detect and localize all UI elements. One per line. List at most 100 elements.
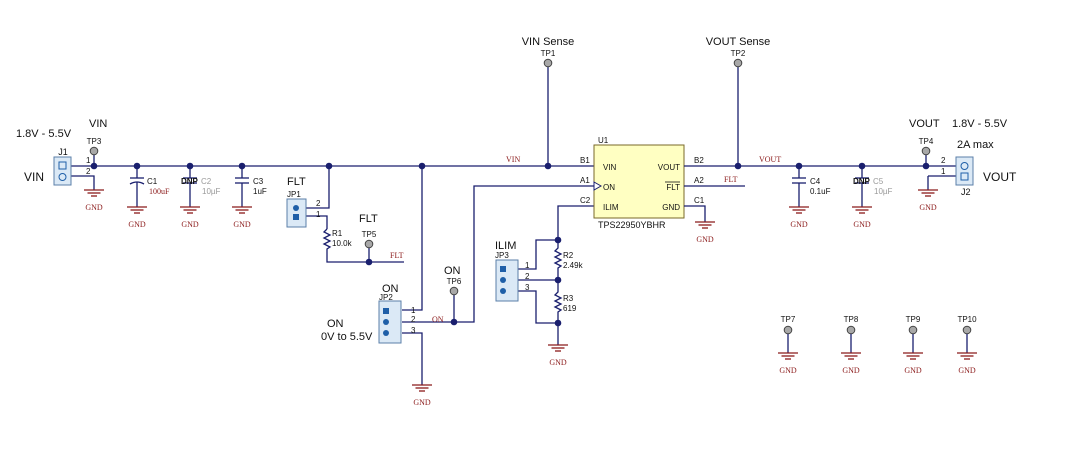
r3-ref: R3 (563, 294, 574, 303)
c3-ref: C3 (253, 177, 264, 186)
c3-value: 1uF (253, 187, 267, 196)
on-side-label: ON (327, 318, 344, 330)
on-net-wire (402, 185, 594, 323)
r3-resistor (553, 282, 563, 323)
gnd-symbol-c4 (788, 206, 810, 214)
tp9-group (902, 325, 924, 360)
vout-sense-title: VOUT Sense (706, 36, 771, 48)
tp4-ref: TP4 (919, 137, 934, 146)
ilim-wire (557, 205, 594, 240)
tp2-ref: TP2 (731, 49, 746, 58)
u1-pin-vin: VIN (603, 163, 617, 172)
c1-ref: C1 (147, 177, 158, 186)
vin-sense-title: VIN Sense (522, 36, 575, 48)
gnd-label-c5: GND (853, 220, 871, 229)
tp8-group (840, 325, 862, 360)
jp1-pin2-num: 2 (316, 199, 321, 208)
c4-capacitor (792, 166, 806, 207)
gnd-label-tp10: GND (958, 366, 976, 375)
gnd-label-j2: GND (919, 203, 937, 212)
flt-net-label-left: FLT (390, 251, 404, 260)
j1-connector (53, 156, 72, 186)
j2-pin2-num: 2 (941, 156, 946, 165)
u1-part: TPS22950YBHR (598, 220, 666, 230)
tp6-ref: TP6 (447, 277, 462, 286)
tp4-testpoint (921, 146, 931, 156)
tp6-testpoint (449, 286, 459, 296)
jp2-pin1-num: 1 (411, 306, 416, 315)
gnd-symbol-jp2 (411, 384, 433, 392)
output-range-label: 1.8V - 5.5V (952, 118, 1008, 130)
jp1-pin1-num: 1 (316, 210, 321, 219)
vout-side-label: VOUT (983, 170, 1017, 184)
r1-resistor (322, 228, 404, 263)
jp3-header (495, 259, 519, 302)
input-range-label: 1.8V - 5.5V (16, 128, 72, 140)
tp7-ref: TP7 (781, 315, 796, 324)
j2-pin1-num: 1 (941, 167, 946, 176)
jp2-ref: JP2 (379, 293, 393, 302)
jp1-pin1-wire (306, 215, 328, 229)
tp10-group (956, 325, 978, 360)
gnd-label-u1: GND (696, 235, 714, 244)
vin-net-label: VIN (506, 155, 520, 164)
tp8-ref: TP8 (844, 315, 859, 324)
tp5-ref: TP5 (362, 230, 377, 239)
jp2-pin3-num: 3 (411, 326, 416, 335)
on-net-label: ON (432, 315, 444, 324)
jp2-pin2-num: 2 (411, 315, 416, 324)
c2-dnp: DNP (181, 177, 199, 186)
gnd-label-c3: GND (233, 220, 251, 229)
jp3-pin1-num: 1 (525, 261, 530, 270)
r1-ref: R1 (332, 229, 343, 238)
jp3-pin3-num: 3 (525, 283, 530, 292)
gnd-symbol-c5 (851, 206, 873, 214)
tp1-testpoint (543, 58, 553, 68)
u1-ball-c1: C1 (694, 196, 705, 205)
u1-ball-b1: B1 (580, 156, 590, 165)
c5-value: 10µF (874, 187, 893, 196)
ilim-block-label: ILIM (495, 240, 516, 252)
u1-ref: U1 (598, 136, 609, 145)
jp2-header (378, 300, 402, 344)
u1-ball-a2: A2 (694, 176, 704, 185)
gnd-symbol-c1 (126, 206, 148, 214)
c4-value: 0.1uF (810, 187, 831, 196)
jp1-header (286, 198, 307, 228)
flt-net-label-right: FLT (724, 175, 738, 184)
r2-ref: R2 (563, 251, 574, 260)
c2-value: 10µF (202, 187, 221, 196)
u1-ic-body (593, 144, 685, 219)
gnd-symbol-j1 (83, 189, 105, 197)
jp3-pin2-num: 2 (525, 272, 530, 281)
gnd-label-tp9: GND (904, 366, 922, 375)
c2-capacitor (183, 166, 197, 207)
j1-gnd-wire (70, 175, 95, 190)
r3-value: 619 (563, 304, 577, 313)
tp5-testpoint (364, 239, 374, 249)
gnd-label-c4: GND (790, 220, 808, 229)
on-block-label: ON (382, 283, 399, 295)
gnd-label-tp7: GND (779, 366, 797, 375)
u1-ball-b2: B2 (694, 156, 704, 165)
u1-ball-c2: C2 (580, 196, 591, 205)
gnd-symbol-c2 (179, 206, 201, 214)
r2-value: 2.49k (563, 261, 584, 270)
jp1-ref: JP1 (287, 190, 301, 199)
gnd-symbol-c3 (231, 206, 253, 214)
j2-ref: J2 (961, 187, 971, 197)
flt-tp-label: FLT (359, 213, 378, 225)
gnd-label-ilim: GND (549, 358, 567, 367)
vin-top-label: VIN (89, 118, 107, 130)
tp1-ref: TP1 (541, 49, 556, 58)
tp3-testpoint (89, 146, 99, 156)
junction-dots (90, 162, 930, 327)
jp3-pin1-wire (518, 239, 558, 270)
c5-capacitor (855, 166, 869, 207)
vout-net-label: VOUT (759, 155, 781, 164)
on-range-label: 0V to 5.5V (321, 331, 373, 343)
u1-pin-ilim: ILIM (603, 203, 619, 212)
gnd-symbol-u1 (694, 221, 716, 229)
vout-top-label: VOUT (909, 118, 940, 130)
